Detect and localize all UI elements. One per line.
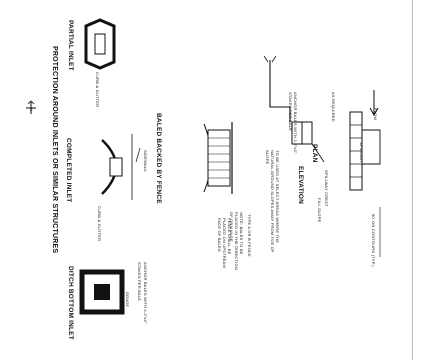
- type-a-fence-label: TYPE A OR B FENCE: [247, 214, 252, 257]
- sheet-border-line: [412, 0, 413, 360]
- partial-inlet-drawing: [84, 18, 116, 70]
- elevation-bale: [301, 121, 313, 145]
- north-arrow-label: N: [29, 108, 34, 112]
- sheet-title: PROTECTION AROUND INLETS OR SIMILAR STRU…: [51, 46, 58, 254]
- anchor-stakes-label: ANCHOR BALES WITH 2-2"x2" STAKES PER BAL…: [288, 92, 298, 154]
- plan-label: PLAN: [311, 144, 318, 163]
- fill-slope-label: FILL SLOPE: [317, 198, 322, 223]
- spillway-detail-drawing: [263, 55, 381, 257]
- sidewalk-label: SIDEWALK: [143, 150, 148, 173]
- curb-gutter-a-label: CURB & GUTTER: [95, 72, 100, 108]
- on-contour-label: 50' ON CONTOURS (TYP.): [371, 214, 376, 267]
- inlet-grate: [94, 33, 106, 55]
- use-note-label: TO BE USED AT SELECT AREAS WHERE THE NAT…: [265, 150, 280, 253]
- flow-label: FLOW: [373, 108, 378, 121]
- spillway-label: SPILLWAY: [359, 142, 364, 163]
- flow-arrow: [369, 90, 379, 117]
- partial-inlet-label: PARTIAL INLET: [67, 20, 74, 71]
- required-leader: [263, 55, 277, 63]
- completed-inlet-drawing: [101, 134, 141, 200]
- plan-bale-row: [349, 111, 363, 191]
- note-fence-label: FENCE SHALL BE PLACED ON UPSTREAM FACE O…: [217, 218, 232, 269]
- stakes-per-bale-label: STAKES PER BALE: [137, 262, 142, 302]
- north-arrow-icon: [26, 100, 36, 114]
- completed-inlet-label: COMPLETED INLET: [65, 138, 72, 203]
- fill-slope-line: [311, 143, 325, 163]
- ditch-bottom-inlet-drawing: [79, 269, 125, 315]
- grade-label: GRADE: [125, 292, 130, 308]
- bale-fence-section-drawing: [203, 122, 233, 194]
- inlet-box: [94, 284, 110, 300]
- bale-ring: [84, 18, 116, 70]
- section-title: BALED BACKED BY FENCE: [155, 113, 162, 204]
- curb-gutter-b-label: CURB & GUTTER: [97, 206, 102, 242]
- ditch-bottom-inlet-label: DITCH BOTTOM INLET: [67, 266, 74, 340]
- elevation-profile: [269, 60, 291, 122]
- required-label: AS REQUIRED: [331, 92, 336, 122]
- section-bale: [207, 129, 231, 187]
- spillway-notch: [362, 129, 381, 165]
- anchor-bales-label: ANCHOR BALES WITH 2-2"x2": [143, 262, 148, 324]
- inlet-grate: [109, 157, 123, 177]
- spillway-crest-label: SPILLWAY CREST: [324, 170, 329, 207]
- elevation-label: ELEVATION: [297, 166, 304, 205]
- sidewalk-leader: [135, 147, 141, 163]
- bale-square: [79, 269, 125, 315]
- bale-hatching: [208, 137, 230, 179]
